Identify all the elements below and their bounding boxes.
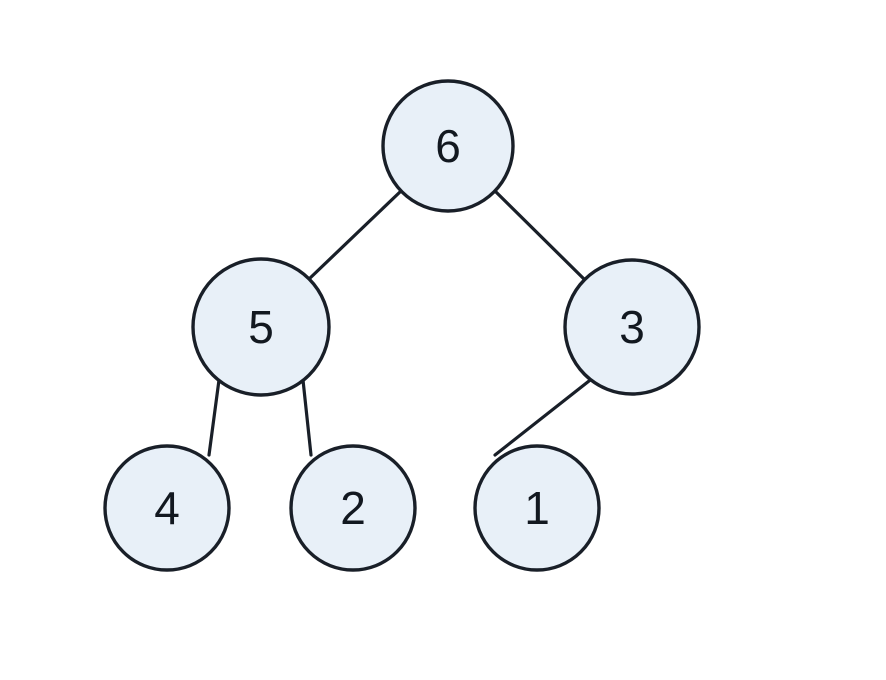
node-circle-2[interactable] bbox=[289, 444, 417, 572]
edge-6-to-5 bbox=[306, 189, 403, 282]
tree-node-4[interactable]: 4 bbox=[103, 444, 231, 572]
tree-node-5[interactable]: 5 bbox=[191, 257, 331, 397]
node-circle-3[interactable] bbox=[563, 258, 701, 396]
edge-5-to-2 bbox=[301, 378, 313, 457]
node-label-5: 5 bbox=[248, 301, 274, 353]
node-label-1: 1 bbox=[524, 482, 550, 534]
tree-node-1[interactable]: 1 bbox=[473, 444, 601, 572]
node-label-3: 3 bbox=[619, 301, 645, 353]
node-circle-5[interactable] bbox=[191, 257, 331, 397]
edge-6-to-3 bbox=[493, 189, 587, 282]
tree-node-2[interactable]: 2 bbox=[289, 444, 417, 572]
node-label-4: 4 bbox=[154, 482, 180, 534]
node-circle-4[interactable] bbox=[103, 444, 231, 572]
tree-node-6[interactable]: 6 bbox=[381, 79, 515, 213]
node-circle-1[interactable] bbox=[473, 444, 601, 572]
node-label-6: 6 bbox=[435, 120, 461, 172]
edge-3-to-1 bbox=[493, 379, 591, 457]
edge-5-to-4 bbox=[207, 378, 221, 457]
node-group: 6 5 3 4 2 1 bbox=[103, 79, 701, 572]
node-label-2: 2 bbox=[340, 482, 366, 534]
edge-group bbox=[207, 189, 591, 457]
node-circle-6[interactable] bbox=[381, 79, 515, 213]
tree-node-3[interactable]: 3 bbox=[563, 258, 701, 396]
